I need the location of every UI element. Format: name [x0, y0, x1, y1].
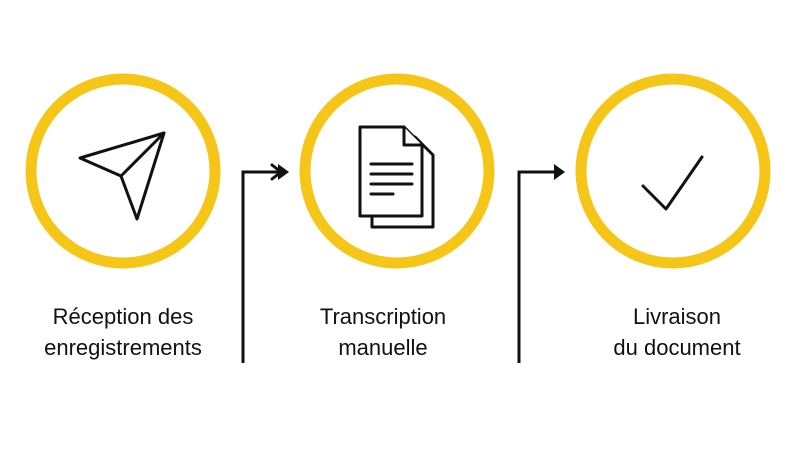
- connector-arrow-1: [241, 163, 289, 363]
- paper-plane-icon: [78, 131, 166, 221]
- step-transcription: [299, 73, 495, 269]
- step-3-ring: [575, 73, 771, 269]
- step-2-label-line2: manuelle: [338, 335, 428, 360]
- step-3-label: Livraison du document: [557, 301, 797, 363]
- step-livraison: [575, 73, 771, 269]
- step-2-label: Transcription manuelle: [263, 301, 503, 363]
- step-1-label-line1: Réception des: [52, 304, 194, 329]
- step-2-label-line1: Transcription: [319, 304, 447, 329]
- step-1-ring: [25, 73, 221, 269]
- checkmark-icon: [641, 155, 704, 211]
- step-1-label-line2: enregistrements: [44, 335, 202, 360]
- step-1-label: Réception des enregistrements: [3, 301, 243, 363]
- step-2-ring: [299, 73, 495, 269]
- step-3-label-line2: du document: [613, 335, 741, 360]
- document-icon: [358, 125, 435, 229]
- step-reception: [25, 73, 221, 269]
- step-3-label-line1: Livraison: [632, 304, 722, 329]
- connector-arrow-2: [517, 164, 565, 363]
